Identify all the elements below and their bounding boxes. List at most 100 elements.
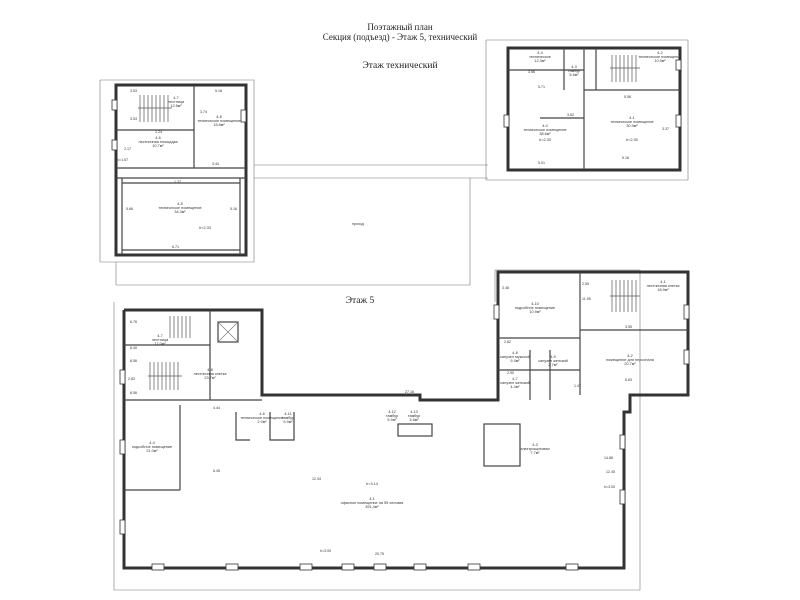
dim: 1.24: [155, 130, 162, 134]
dim: 5.71: [538, 85, 545, 89]
tl-r1-name: лестница: [168, 100, 185, 104]
f5-room-name: помещение для персонала: [606, 358, 655, 362]
f5-room-area: 4.4м²: [510, 385, 520, 389]
f5-room-num: 4-1: [660, 280, 666, 284]
f5-room-area: 7.7м²: [530, 451, 540, 455]
dim: 3.44: [212, 162, 219, 166]
f5-room-name: подсобное помещение: [132, 445, 172, 449]
f5-room-area: 391.4м²: [365, 505, 379, 509]
dim: 5.16: [230, 207, 237, 211]
dim: 6.40: [130, 346, 137, 350]
dim: 6.45: [213, 469, 220, 473]
tech-floor-title: Этаж технический: [362, 61, 438, 71]
tr-r1-num: 4-4: [537, 51, 543, 55]
f5-room-name: подсобное помещение: [515, 306, 555, 310]
dim: 6.76: [130, 320, 137, 324]
f5-room-area: 10.9м²: [529, 310, 541, 314]
floor5-block: 4-7 лестница 17.0м² 4-8 лестничная клетк…: [113, 269, 690, 591]
f5-room-num: 4-8: [512, 351, 518, 355]
floor5-title: Этаж 5: [345, 296, 375, 306]
dim: 8.56: [130, 391, 137, 395]
tl-r3-name: лестничная площадка: [138, 140, 178, 144]
f5-room-name: санузел мужской: [500, 355, 530, 359]
f5-room-num: 4-7: [512, 377, 518, 381]
dim: 1.37: [174, 180, 181, 184]
plan-title: Поэтажный план: [367, 22, 433, 32]
f5-room-num: 4-8: [207, 368, 213, 372]
tr-r2-area: 5.6м²: [569, 73, 579, 77]
dim: h=1.67: [117, 158, 128, 162]
f5-room-area: 9.4м²: [510, 359, 520, 363]
dim: 27.16: [405, 390, 414, 394]
tl-r2-area: 15.8м²: [213, 123, 225, 127]
f5-room-area: 2.7м²: [548, 363, 558, 367]
f5-room-area: 21.0м²: [146, 449, 158, 453]
tr-r5-height: h=2.30: [626, 138, 638, 142]
f5-room-num: 4-6: [259, 412, 265, 416]
tr-r4-name: техническое помещение: [523, 128, 566, 132]
f5-room-num: 4-2: [627, 354, 633, 358]
f5-room-area: 3.6м²: [409, 418, 419, 422]
f5-room-num: 4-3: [532, 443, 538, 447]
f5-room-num: 4-4: [149, 441, 155, 445]
f5-room-name: техническое помещение: [240, 416, 283, 420]
transition-label: проход: [352, 222, 365, 226]
dim: 3.53: [130, 117, 137, 121]
dim: 3.56: [528, 70, 535, 74]
tl-r3-num: 4-6: [155, 136, 161, 140]
dim: 5.63: [625, 378, 632, 382]
f5-room-num: 4-12: [388, 410, 396, 414]
dim: 2.17: [124, 147, 131, 151]
dim: 5.56: [624, 95, 631, 99]
f5-room-name: электрощитовая: [520, 447, 549, 451]
f5-room-name: лестничная клетка: [194, 372, 228, 376]
dim: 8.56: [130, 359, 137, 363]
tl-r3-area: 10.7м²: [152, 144, 164, 148]
f5-room-area: 2.0м²: [257, 420, 267, 424]
f5-room-area: 20.7м²: [624, 362, 636, 366]
f5-room-name: тамбур: [386, 414, 398, 418]
dim: 5.66: [126, 207, 133, 211]
dim: 5.16: [215, 89, 222, 93]
tl-r4-name: техническое помещение: [158, 206, 201, 210]
tr-r2-name: тамбур: [568, 69, 580, 73]
tr-r4-height: h=2.30: [539, 138, 551, 142]
tl-r4-height: h=2.33: [199, 226, 211, 230]
dim: 2.83: [128, 377, 135, 381]
dim: 12.34: [312, 477, 321, 481]
dim: 3.52: [567, 113, 574, 117]
connector-lines: проход: [115, 164, 488, 286]
stair-tech-left: [138, 95, 172, 122]
dim: 2.62: [504, 340, 511, 344]
dim: h=3.00: [604, 485, 615, 489]
f5-room-num: 4-11: [284, 412, 291, 416]
tr-r3-area: 10.9м²: [654, 59, 666, 63]
f5-room-name: лестничная клетка: [647, 284, 681, 288]
dim: 20.75: [375, 552, 384, 556]
dim: 3.74: [200, 110, 207, 114]
tl-r4-num: 4-5: [177, 202, 183, 206]
dim: 6.71: [172, 245, 179, 249]
dim: 2.90: [507, 371, 514, 375]
f5-room-area: 5.9м²: [387, 418, 397, 422]
tl-r1-num: 4-7: [173, 96, 179, 100]
f5-room-name: санузел женский: [538, 359, 568, 363]
stair-floor5-left-1: [169, 316, 191, 338]
f5-room-num: 4-13: [410, 410, 418, 414]
tr-r1-area: 12.3м²: [534, 59, 546, 63]
f5-room-name: тамбур: [408, 414, 420, 418]
f5-room-num: 4-10: [531, 302, 539, 306]
dim: 3.48: [502, 286, 509, 290]
stair-tech-right: [610, 55, 640, 82]
dim: 3.53: [130, 89, 137, 93]
f5-room-name: тамбур: [282, 416, 294, 420]
stair-floor5-left-2: [148, 362, 182, 390]
tr-r5-area: 30.9м²: [626, 124, 638, 128]
f5-room-name: санузел женский: [500, 381, 530, 385]
plan-subtitle: Секция (подъезд) - Этаж 5, технический: [322, 32, 478, 42]
dim: 5.18: [622, 156, 629, 160]
f5-room-num: 4-1: [369, 497, 375, 501]
f5-room-name: офисное помещение на 55 человек: [341, 501, 404, 505]
dim: 3.55: [625, 325, 632, 329]
